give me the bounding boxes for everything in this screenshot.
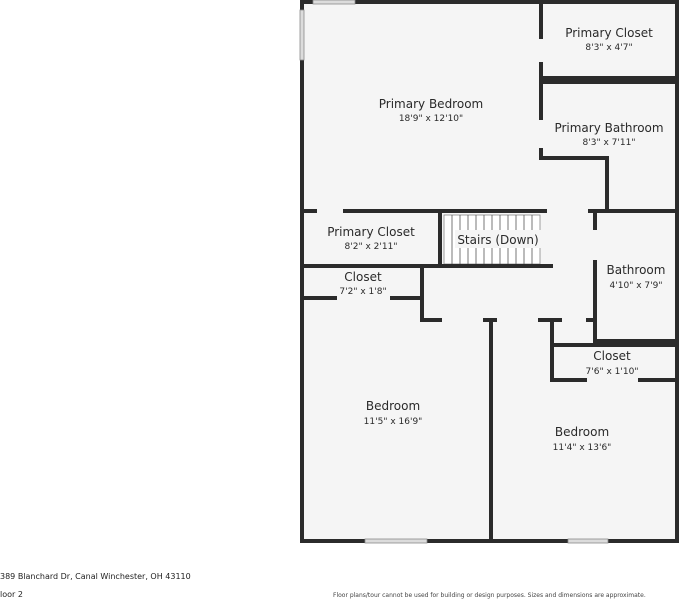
room-dim-closet-left: 7'2" x 1'8"	[339, 287, 386, 297]
stairs-label-bg	[455, 230, 543, 248]
room-name-bedroom-left: Bedroom	[366, 399, 420, 413]
room-dim-bedroom-right: 11'4" x 13'6"	[553, 443, 612, 453]
room-name-stairs: Stairs (Down)	[457, 233, 538, 247]
room-name-primary-bedroom: Primary Bedroom	[379, 97, 483, 111]
room-name-bathroom: Bathroom	[607, 263, 666, 277]
room-dim-primary-closet-mid: 8'2" x 2'11"	[345, 242, 398, 252]
room-dim-primary-bathroom: 8'3" x 7'11"	[583, 138, 636, 148]
room-name-bedroom-right: Bedroom	[555, 425, 609, 439]
room-name-primary-bathroom: Primary Bathroom	[554, 121, 663, 135]
floor-caption: loor 2	[0, 590, 23, 599]
walls	[300, 0, 679, 543]
room-name-closet-left: Closet	[344, 270, 382, 284]
room-dim-closet-right: 7'6" x 1'10"	[586, 367, 639, 377]
room-name-primary-closet-mid: Primary Closet	[327, 225, 415, 239]
disclaimer-text: Floor plans/tour cannot be used for buil…	[333, 592, 646, 599]
windows	[299, 0, 609, 544]
room-dim-bathroom: 4'10" x 7'9"	[610, 281, 663, 291]
room-name-closet-right: Closet	[593, 349, 631, 363]
room-dim-primary-bedroom: 18'9" x 12'10"	[399, 114, 463, 124]
room-dim-primary-closet-top: 8'3" x 4'7"	[585, 43, 632, 53]
address-caption: 389 Blanchard Dr, Canal Winchester, OH 4…	[0, 572, 191, 581]
room-name-primary-closet-top: Primary Closet	[565, 26, 653, 40]
room-dim-bedroom-left: 11'5" x 16'9"	[364, 417, 423, 427]
